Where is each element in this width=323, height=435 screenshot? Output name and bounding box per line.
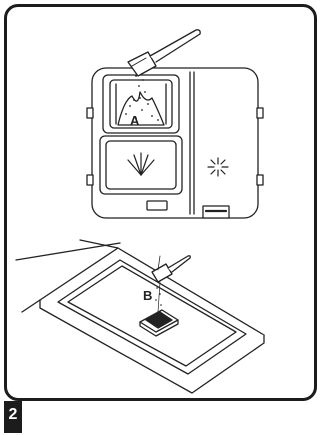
step-number: 2 [4, 404, 22, 426]
dispenser-panel [87, 68, 263, 218]
label-b: B [143, 288, 152, 303]
label-a: A [130, 113, 140, 128]
door-panel [16, 240, 264, 393]
